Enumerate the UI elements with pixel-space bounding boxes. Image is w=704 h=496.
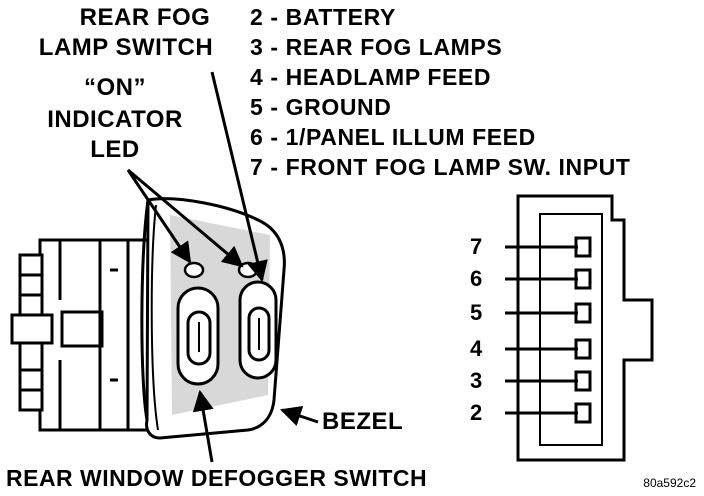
- pin-number: 7: [470, 234, 483, 259]
- bezel-label: BEZEL: [322, 408, 404, 435]
- connector-pins: [574, 236, 592, 424]
- leader-arrows: [126, 71, 319, 463]
- rear-window-defogger-switch-shape: [176, 286, 220, 386]
- legend-item: 6 - 1/PANEL ILLUM FEED: [250, 124, 536, 150]
- pin-number: 3: [470, 368, 483, 393]
- legend-item: 4 - HEADLAMP FEED: [250, 64, 492, 90]
- rear-fog-lamp-switch-label-1: REAR FOG: [79, 4, 211, 31]
- on-indicator-label-3: LED: [90, 136, 140, 163]
- legend-item: 7 - FRONT FOG LAMP SW. INPUT: [250, 154, 631, 180]
- on-indicator-label-1: “ON”: [84, 74, 146, 101]
- on-indicator-label-2: INDICATOR: [47, 106, 183, 133]
- rear-fog-lamp-switch-label-2: LAMP SWITCH: [38, 34, 214, 61]
- rear-window-defogger-label: REAR WINDOW DEFOGGER SWITCH: [6, 465, 428, 491]
- switch-housing: [10, 238, 152, 432]
- figure-code: 80a592c2: [643, 476, 696, 490]
- connector-body: [516, 194, 654, 462]
- legend-item: 2 - BATTERY: [250, 4, 396, 30]
- pin-number: 5: [470, 300, 483, 325]
- legend-item: 3 - REAR FOG LAMPS: [250, 34, 503, 60]
- pin-number: 6: [470, 266, 483, 291]
- rear-fog-lamp-switch-shape: [238, 280, 278, 380]
- pin-number: 2: [470, 400, 483, 425]
- pin-leader-lines: [505, 245, 578, 415]
- legend-item: 5 - GROUND: [250, 94, 392, 120]
- pin-number: 4: [470, 336, 483, 361]
